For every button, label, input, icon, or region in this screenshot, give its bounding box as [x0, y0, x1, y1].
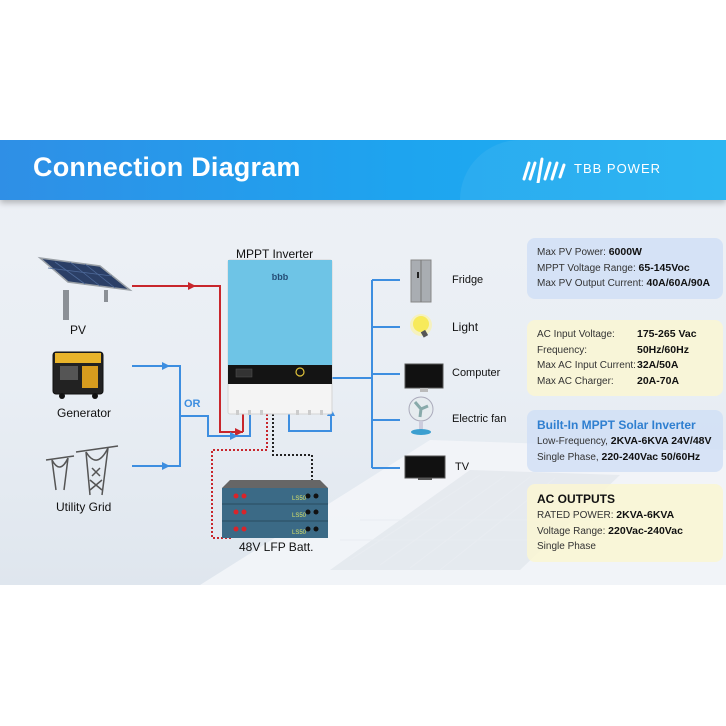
- load-label-tv: TV: [455, 461, 470, 473]
- light-bulb-icon: [410, 314, 432, 338]
- svg-text:LS50: LS50: [292, 496, 307, 502]
- spec-row: Max PV Power: 6000W: [537, 246, 642, 258]
- inverter-spec-title: Built-In MPPT Solar Inverter: [537, 418, 696, 432]
- page-title: Connection Diagram: [33, 152, 301, 182]
- or-label: OR: [184, 398, 201, 410]
- spec-row: AC Input Voltage:175-265 Vac: [537, 328, 697, 340]
- source-label-pv: PV: [70, 323, 87, 337]
- spec-row: RATED POWER: 2KVA-6KVA: [537, 509, 675, 521]
- svg-text:LS50: LS50: [292, 513, 307, 519]
- spec-row: Max AC Charger:20A-70A: [537, 374, 680, 387]
- battery-device: LS50 LS50 LS50: [222, 480, 328, 538]
- svg-text:LS50: LS50: [292, 530, 307, 536]
- inverter-spec-panel: Built-In MPPT Solar Inverter Low-Frequen…: [527, 410, 723, 472]
- load-label-light: Light: [452, 320, 479, 334]
- pv-dc-line: [132, 282, 244, 436]
- spec-row: Single Phase: [537, 541, 596, 552]
- connection-lines: ƅƅƅ LS50 LS50 LS50: [37, 256, 446, 539]
- spec-row: Low-Frequency, 2KVA-6KVA 24V/48V: [537, 435, 712, 447]
- monitor-icon: [404, 363, 444, 392]
- brand-name: TBB POWER: [574, 161, 662, 176]
- ac-input-spec-panel: AC Input Voltage:175-265 Vac Frequency:5…: [527, 320, 723, 396]
- battery-links: [211, 414, 313, 539]
- pv-spec-panel: Max PV Power: 6000W MPPT Voltage Range: …: [527, 238, 723, 299]
- inverter-label: MPPT Inverter: [236, 247, 314, 261]
- header-banner: Connection Diagram TBB POWER: [0, 140, 726, 200]
- tbb-logo-icon: [522, 157, 566, 183]
- ac-input-lines: [132, 362, 251, 470]
- solar-panel-icon: [37, 256, 133, 320]
- spec-row: Frequency:50Hz/60Hz: [537, 343, 689, 356]
- fridge-icon: [410, 259, 432, 303]
- generator-icon: [52, 351, 104, 399]
- svg-text:ƅƅƅ: ƅƅƅ: [272, 272, 289, 282]
- spec-row: Voltage Range: 220Vac-240Vac: [537, 524, 683, 537]
- fan-icon: [408, 396, 434, 435]
- ac-outputs-spec-title: AC OUTPUTS: [537, 492, 615, 506]
- battery-label: 48V LFP Batt.: [239, 540, 314, 554]
- source-label-utility-grid: Utility Grid: [56, 500, 112, 514]
- spec-row: Max AC Input Current:32A/50A: [537, 359, 679, 371]
- load-label-electric-fan: Electric fan: [452, 413, 507, 425]
- ac-outputs-spec-panel: AC OUTPUTS RATED POWER: 2KVA-6KVA Voltag…: [527, 484, 723, 562]
- diagram-frame: Connection Diagram TBB POWER: [0, 140, 726, 585]
- inverter-device: ƅƅƅ: [227, 259, 333, 415]
- power-tower-icon: [45, 445, 119, 496]
- spec-row: Max PV Output Current: 40A/60A/90A: [537, 277, 711, 289]
- tv-icon: [404, 455, 446, 480]
- load-label-fridge: Fridge: [452, 274, 484, 286]
- spec-row: MPPT Voltage Range: 65-145Voc: [537, 261, 690, 274]
- load-label-computer: Computer: [452, 367, 501, 379]
- ac-output-lines: [288, 279, 400, 469]
- spec-row: Single Phase, 220-240Vac 50/60Hz: [537, 450, 701, 463]
- source-label-generator: Generator: [57, 406, 112, 420]
